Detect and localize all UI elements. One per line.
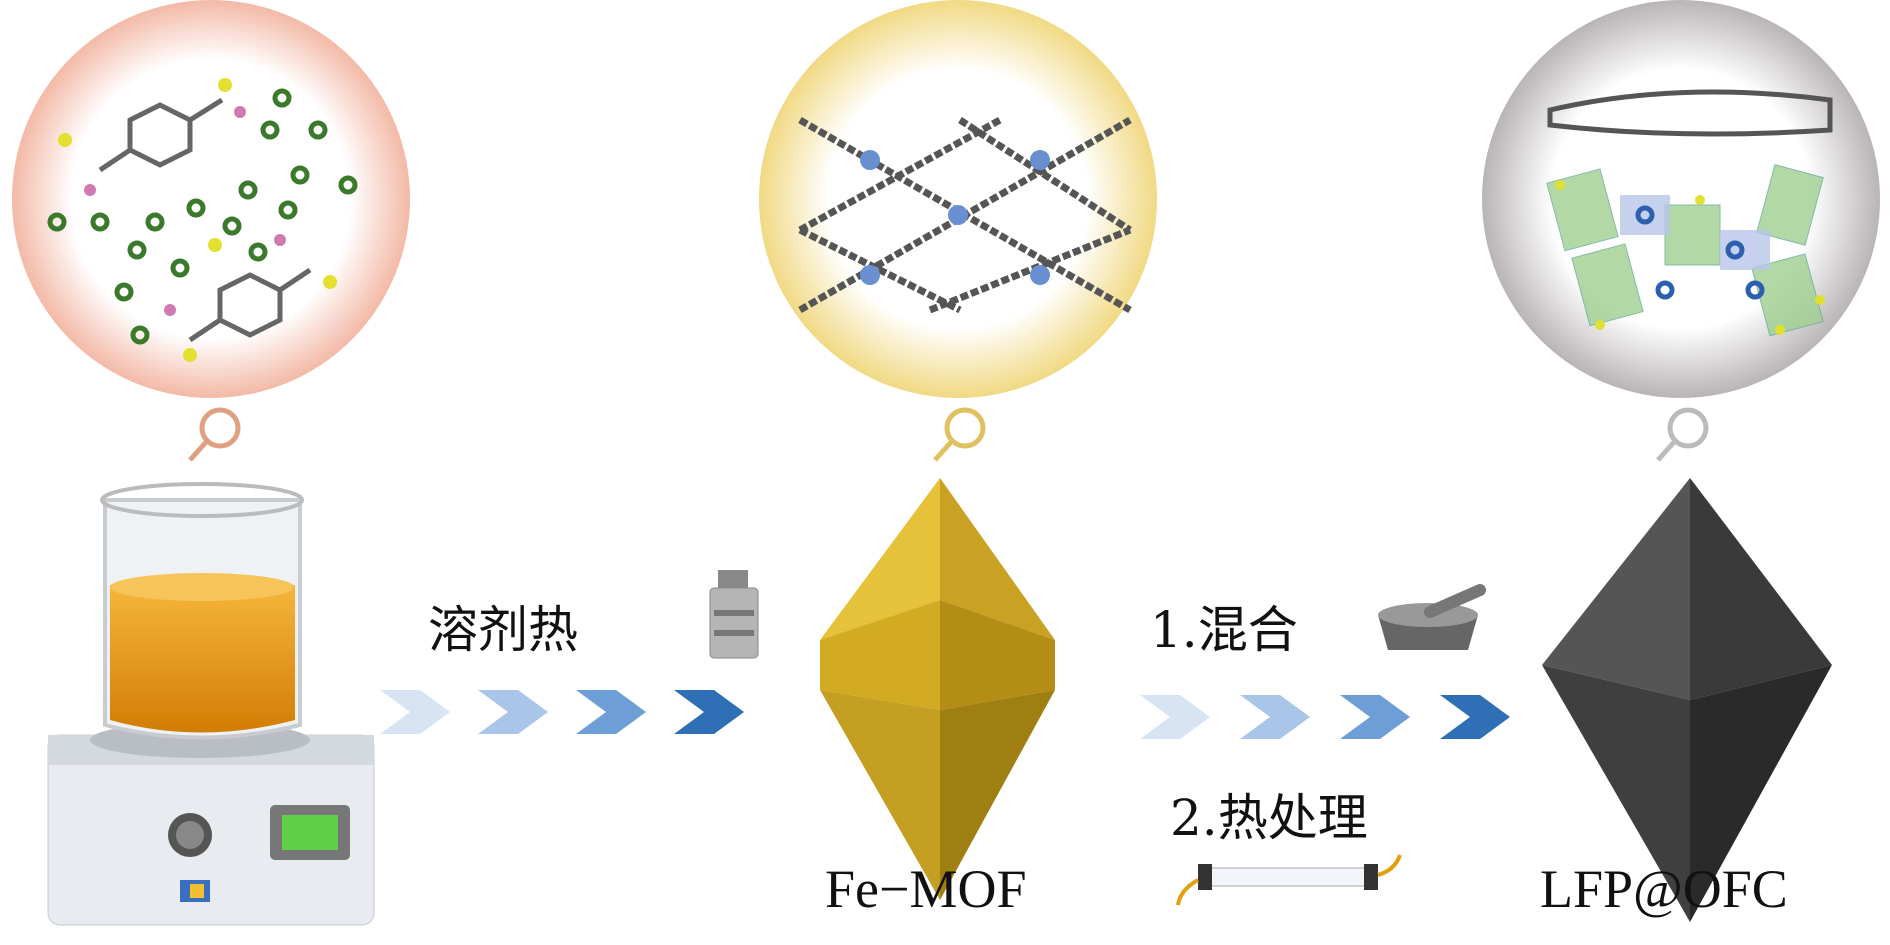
lfp-structure-bubble [1482, 0, 1880, 398]
fe-mof-octahedron-icon [820, 478, 1055, 900]
tube-furnace-icon [1176, 854, 1402, 906]
lfp-ofc-label: LFP@OFC [1540, 859, 1788, 919]
magnifier-icon [1656, 407, 1709, 462]
fe-mof-label: Fe−MOF [825, 859, 1027, 919]
beaker-icon [100, 482, 304, 740]
mof-structure-bubble [759, 0, 1157, 398]
arrow-step1 [380, 690, 744, 734]
heat-treatment-label: 2.热处理 [1170, 789, 1368, 847]
solvothermal-label: 溶剂热 [428, 601, 578, 659]
arrow-step2 [1140, 695, 1510, 739]
magnifier-icon [933, 407, 986, 462]
lfp-ofc-octahedron-icon [1542, 478, 1832, 922]
autoclave-icon [709, 570, 759, 659]
precursor-bubble [12, 0, 410, 398]
mortar-pestle-icon [1378, 584, 1486, 650]
mixing-label: 1.混合 [1150, 601, 1298, 659]
magnifier-icon [188, 407, 241, 462]
hotplate-stirrer-icon [47, 722, 375, 926]
